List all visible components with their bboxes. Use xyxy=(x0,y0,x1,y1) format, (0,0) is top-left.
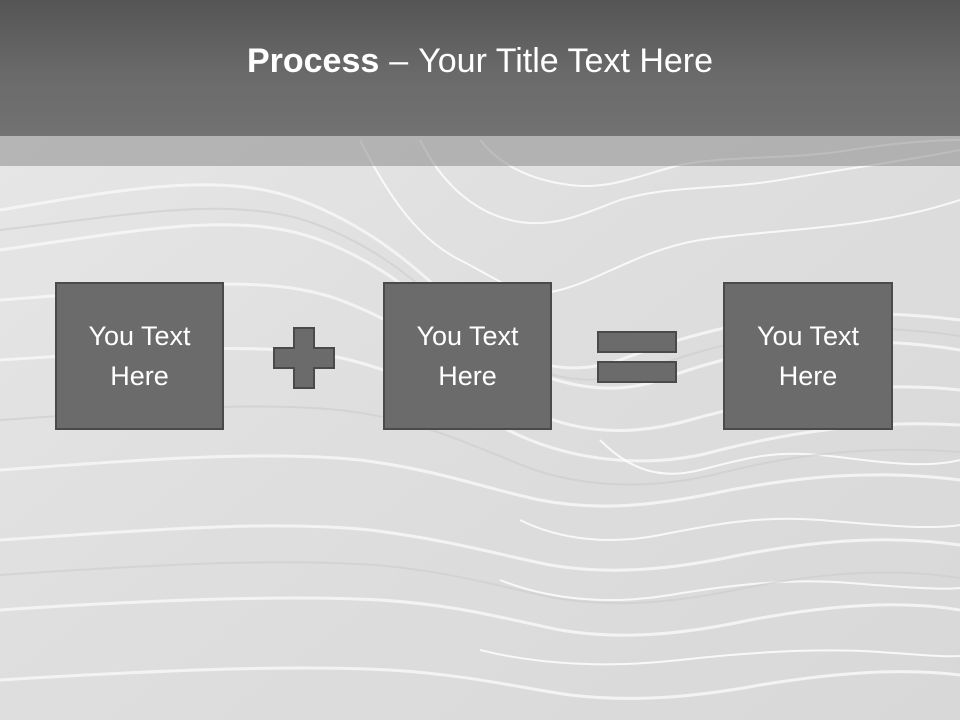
text-box-2-line2: Here xyxy=(438,361,497,391)
text-box-1[interactable]: You Text Here xyxy=(55,282,224,430)
page-title: Process–Your Title Text Here xyxy=(247,44,713,78)
title-dash: – xyxy=(389,42,409,80)
text-box-1-line1: You Text xyxy=(88,321,191,351)
equals-icon xyxy=(597,331,677,383)
text-box-2-line1: You Text xyxy=(416,321,519,351)
text-box-1-text: You Text Here xyxy=(75,316,205,396)
title-bold: Process xyxy=(246,42,380,80)
text-box-3-line2: Here xyxy=(778,361,838,391)
text-box-3-text: You Text Here xyxy=(743,316,873,396)
text-box-3[interactable]: You Text Here xyxy=(723,282,893,430)
text-box-3-line1: You Text xyxy=(756,321,860,351)
text-box-1-line2: Here xyxy=(110,361,169,391)
plus-icon xyxy=(273,327,335,389)
title-bar: Process–Your Title Text Here xyxy=(0,0,960,136)
title-rest: Your Title Text Here xyxy=(418,42,714,80)
text-box-2[interactable]: You Text Here xyxy=(383,282,552,430)
title-band xyxy=(0,136,960,166)
text-box-2-text: You Text Here xyxy=(403,316,533,396)
